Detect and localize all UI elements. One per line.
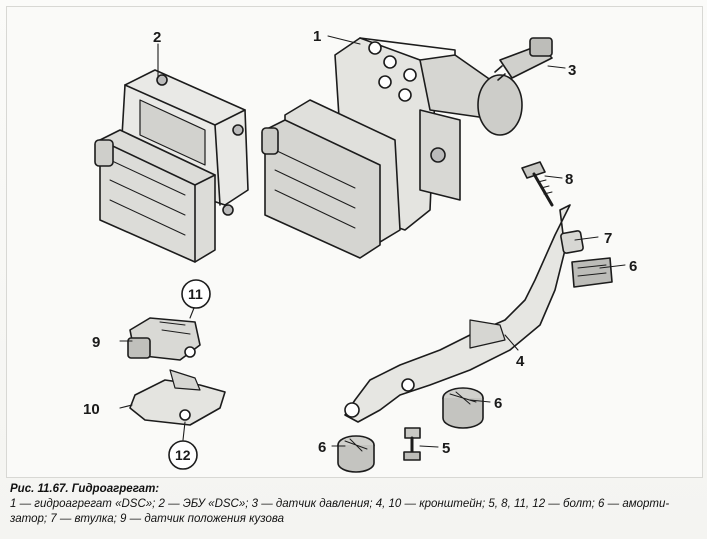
callout-6-middle: 6: [494, 395, 502, 412]
callout-9: 9: [92, 334, 100, 351]
caption-line-1: 1 — гидроагрегат «DSC»; 2 — ЭБУ «DSC»; 3…: [10, 498, 670, 510]
hydraulic-unit-illustration: 1 2 3 8 7 6 4 6 6 5 9 10 11 12: [83, 28, 637, 473]
callout-5: 5: [442, 440, 450, 457]
leader-lines: [119, 35, 626, 448]
bolt-5-drawing: [403, 427, 421, 461]
bracket-4-drawing: [344, 204, 571, 423]
bolt-8-drawing: [521, 161, 554, 207]
callout-4: 4: [516, 353, 525, 370]
callout-7: 7: [604, 230, 612, 247]
callout-12-ring: [168, 440, 198, 470]
damper-6-left-drawing: [337, 435, 375, 473]
callout-10: 10: [83, 401, 100, 418]
damper-6-right-drawing: [571, 257, 613, 288]
hydraulic-unit-drawing: [261, 37, 523, 259]
callout-3: 3: [568, 62, 576, 79]
bracket-10-drawing: [129, 369, 226, 426]
ecu-dsc-drawing: [94, 69, 249, 263]
caption-title: Рис. 11.67. Гидроагрегат:: [10, 482, 700, 497]
caption-title-text: Рис. 11.67. Гидроагрегат:: [10, 483, 160, 495]
callout-6-right: 6: [629, 258, 637, 275]
sleeve-7-drawing: [560, 230, 584, 254]
callout-8: 8: [565, 171, 573, 188]
damper-6-middle-drawing: [442, 387, 484, 429]
callout-6-left: 6: [318, 439, 326, 456]
callout-12: 12: [175, 447, 191, 463]
callout-2: 2: [153, 29, 161, 46]
figure-caption: Рис. 11.67. Гидроагрегат: 1 — гидроагрег…: [10, 482, 700, 527]
body-position-sensor-drawing: [127, 317, 201, 361]
caption-line-2: затор; 7 — втулка; 9 — датчик положения …: [10, 513, 285, 525]
callout-11-ring: [181, 279, 211, 309]
callout-1: 1: [313, 28, 321, 45]
pressure-sensor-drawing: [494, 37, 553, 81]
callout-11: 11: [188, 286, 203, 302]
